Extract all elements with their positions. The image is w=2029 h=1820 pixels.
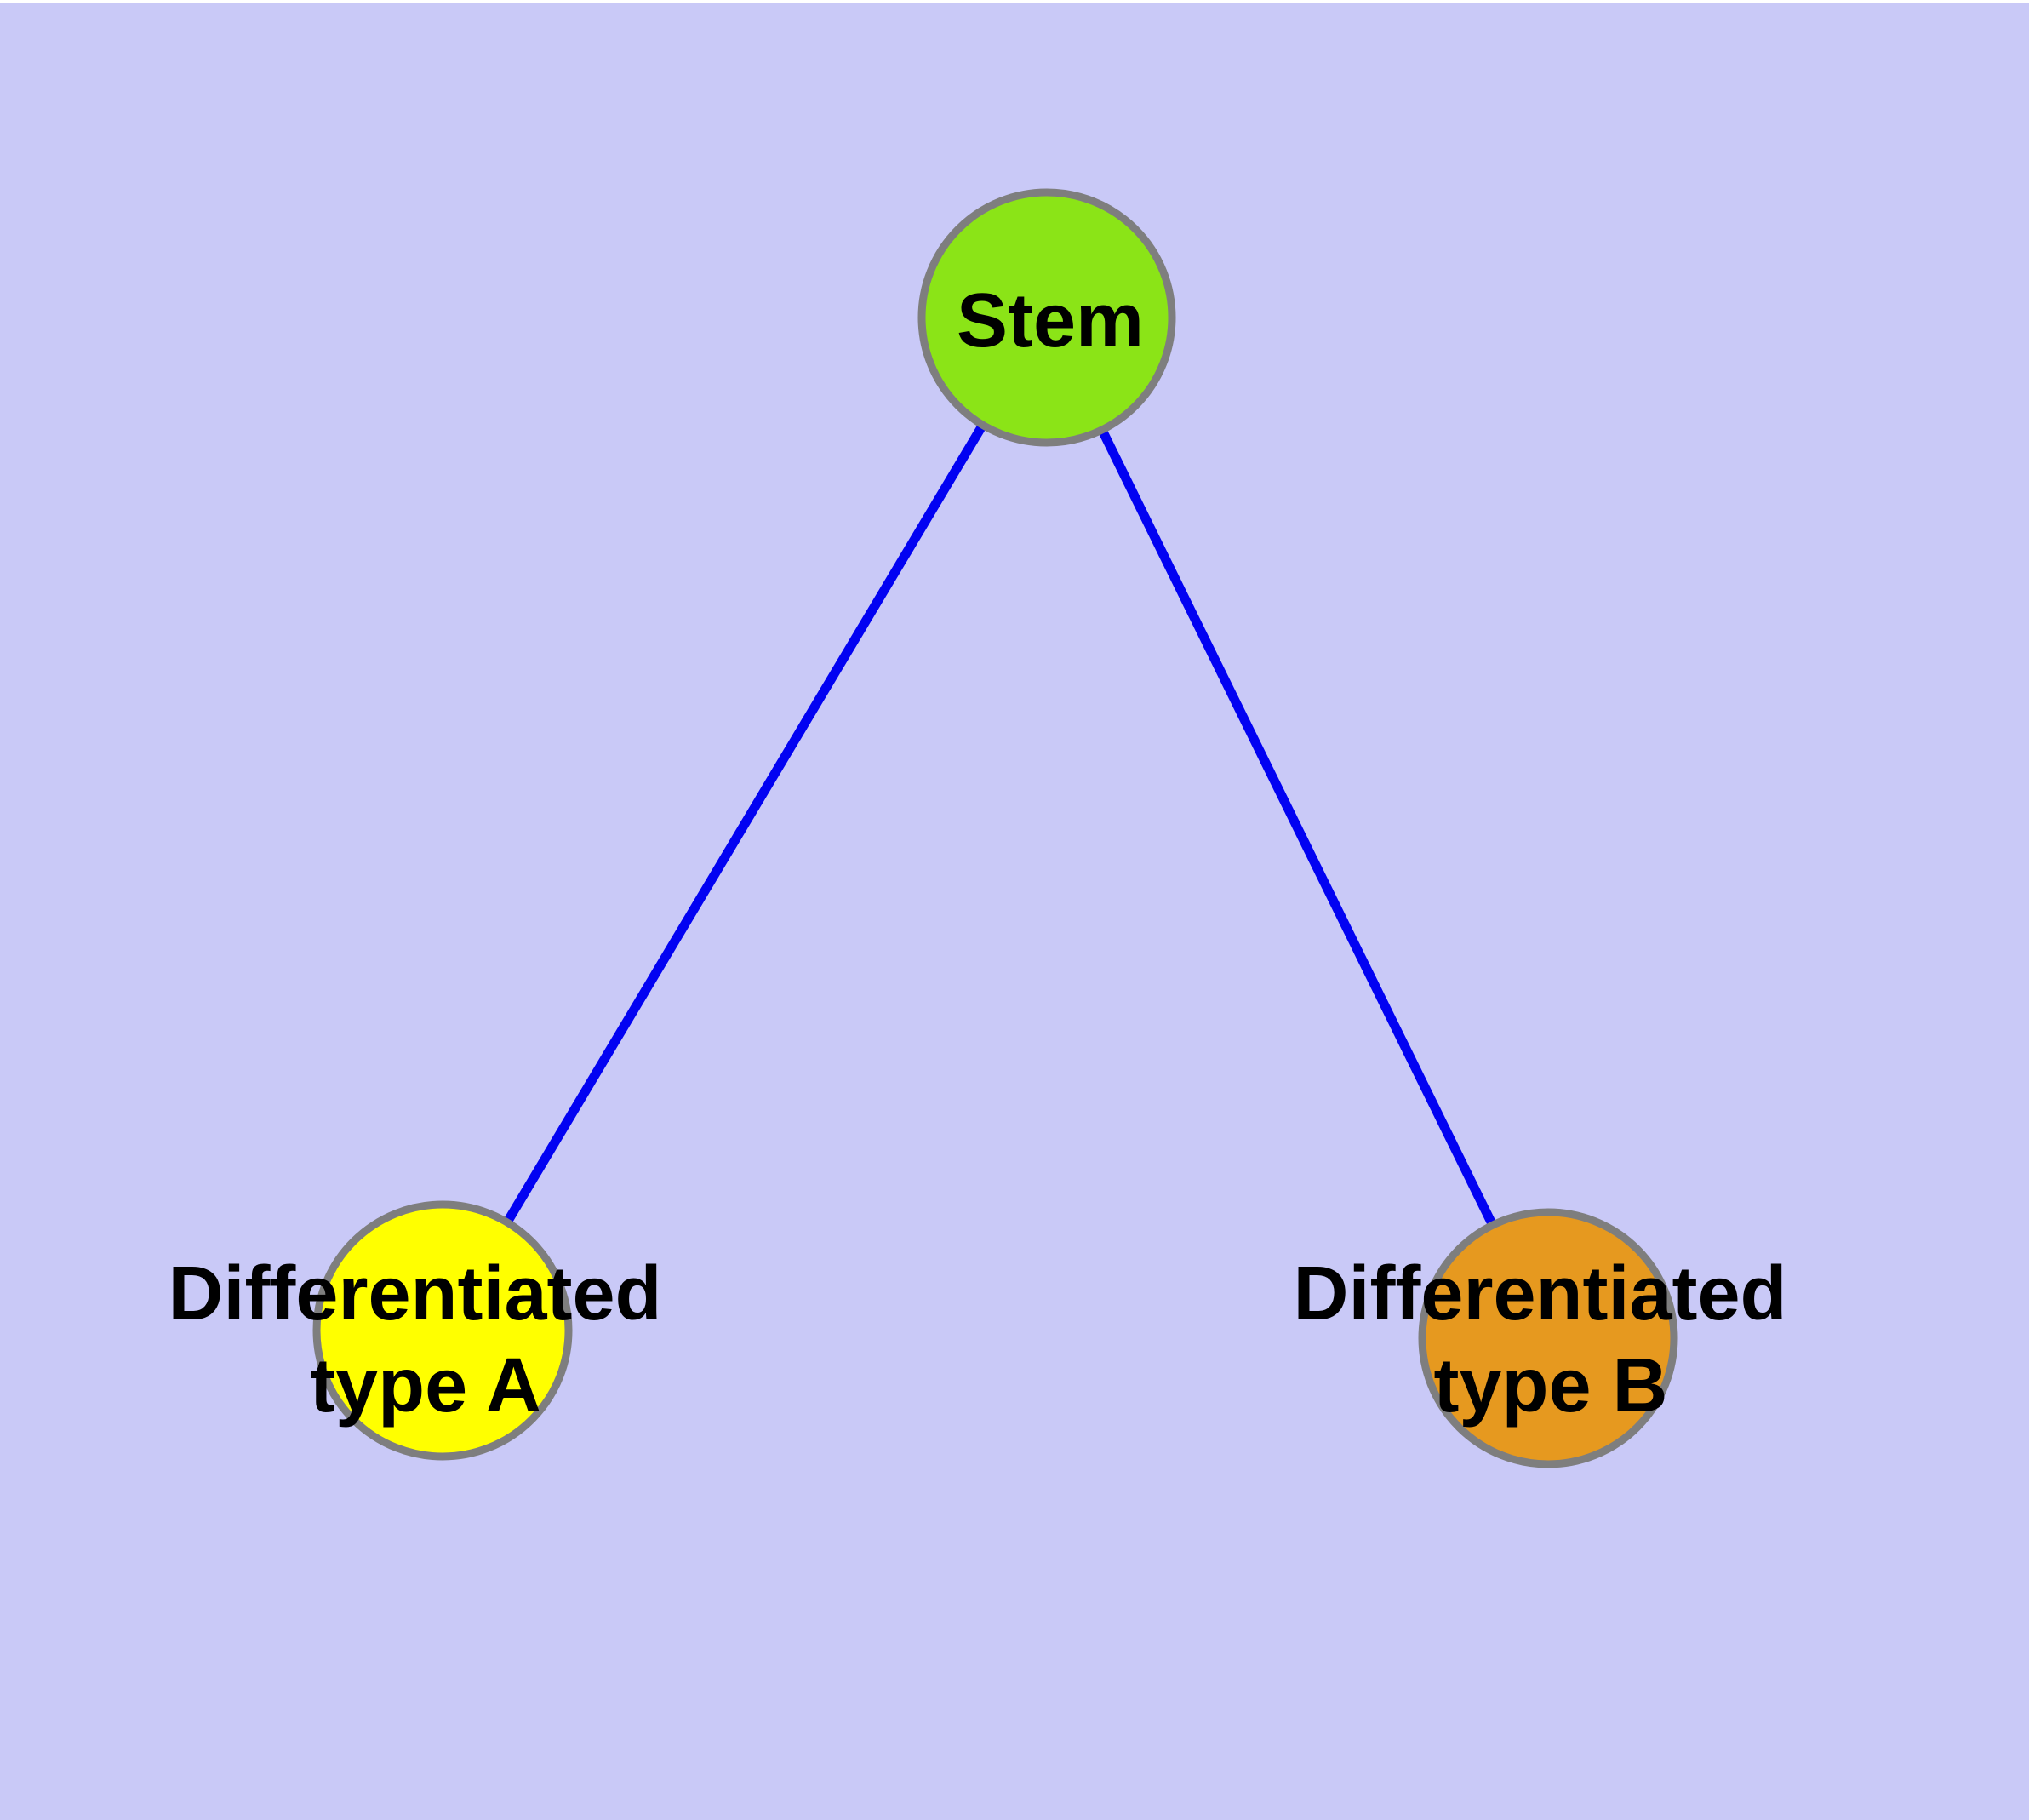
node-stem (917, 188, 1176, 447)
node-type-b-label: Differentiated type B (1293, 1251, 1808, 1428)
edge-stem-to-type-a (438, 315, 1051, 1333)
node-type-a-label-line1: Differentiated (168, 1251, 661, 1336)
top-strip (0, 0, 2029, 3)
node-type-b-label-line1: Differentiated (1293, 1251, 1786, 1336)
node-type-a-label: Differentiated type A (168, 1251, 683, 1428)
node-stem-label: Stem (957, 278, 1144, 363)
node-type-b-label-line2: type B (1433, 1343, 1667, 1428)
node-type-a-label-line2: type A (310, 1343, 541, 1428)
node-differentiated-type-b (1418, 1208, 1678, 1468)
node-differentiated-type-a (312, 1200, 573, 1461)
edge-stem-to-type-b (1043, 315, 1552, 1341)
